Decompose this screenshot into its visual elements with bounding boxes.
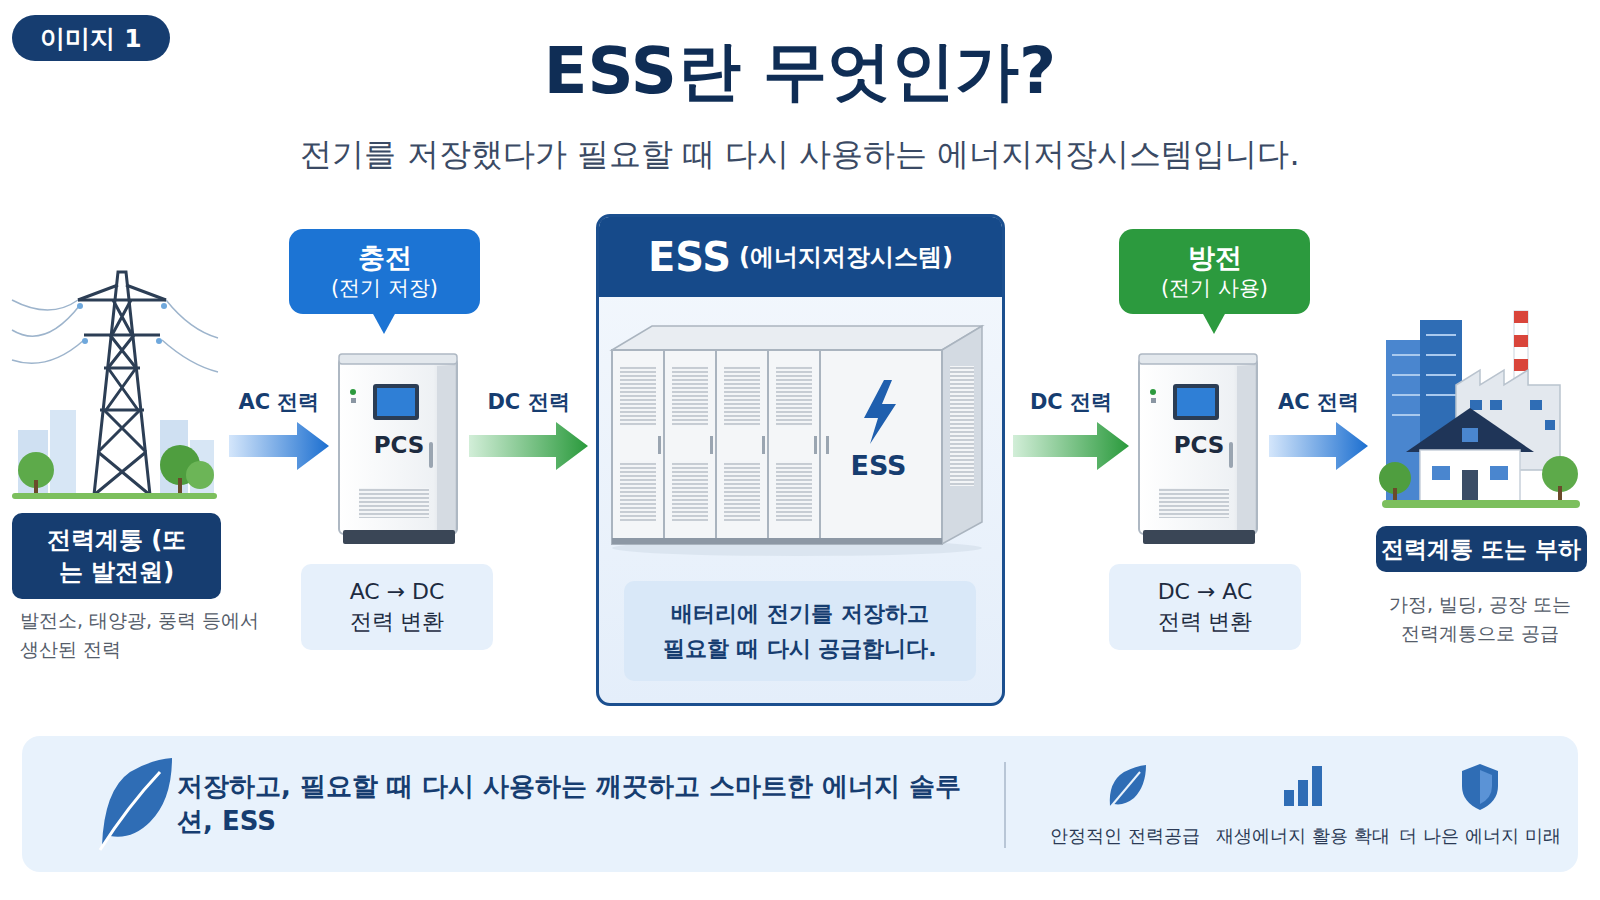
conversion-box-text: DC → AC 전력 변환	[1150, 577, 1260, 636]
badge-text: 이미지 1	[40, 22, 141, 55]
charge-callout-text: 충전	[358, 241, 412, 275]
pcs-unit: PCS	[337, 352, 461, 546]
flow-arrow	[1013, 422, 1129, 470]
battery-container: ESS	[612, 326, 984, 556]
pcs-unit: PCS	[1137, 352, 1261, 546]
subtitle: 전기를 저장했다가 필요할 때 다시 사용하는 에너지저장시스템입니다.	[50, 130, 1550, 178]
pcs-cabinet	[1139, 354, 1257, 544]
panel-header: ESS(에너지저장시스템)	[599, 217, 1002, 297]
note-text: 발전소, 태양광, 풍력 등에서 생산된 전력	[20, 606, 267, 663]
badge: 이미지 1	[12, 15, 170, 61]
note: 가정, 빌딩, 공장 또는 전력계통으로 공급	[1365, 590, 1595, 647]
conversion-box: AC → DC 전력 변환	[301, 564, 493, 650]
edge-label: DC 전력	[484, 388, 572, 416]
description-box: 배터리에 전기를 저장하고 필요할 때 다시 공급합니다.	[624, 581, 976, 681]
source-box: 전력계통 (또는 발전원)	[12, 513, 221, 599]
summary-band: 저장하고, 필요할 때 다시 사용하는 깨끗하고 스마트한 에너지 솔루션, E…	[22, 736, 1578, 872]
icon-caption: 재생에너지 활용 확대	[1208, 822, 1398, 849]
source-box-text: 전력계통 (또는 발전원)	[40, 524, 194, 589]
load-box: 전력계통 또는 부하	[1376, 526, 1587, 572]
charge-callout-text: (전기 저장)	[331, 275, 438, 302]
icon-caption: 안정적인 전력공급	[1030, 822, 1220, 849]
title: ESS란 무엇인가?	[0, 28, 1600, 115]
icon-caption: 더 나은 에너지 미래	[1385, 822, 1575, 849]
description-box-text: 배터리에 전기를 저장하고 필요할 때 다시 공급합니다.	[657, 596, 943, 666]
ess-panel-text: ESS	[648, 234, 731, 280]
conversion-box-text: AC → DC 전력 변환	[342, 577, 452, 636]
panel-fill	[596, 214, 1005, 706]
battery-container-text: ESS	[850, 450, 906, 481]
flow-arrow	[469, 422, 588, 470]
edge-label: AC 전력	[1275, 388, 1362, 416]
callout-tail	[1202, 312, 1226, 334]
note: 발전소, 태양광, 풍력 등에서 생산된 전력	[20, 606, 290, 663]
battery-container	[612, 326, 982, 556]
discharge-callout: 방전(전기 사용)	[1119, 229, 1310, 314]
pcs-unit-text: PCS	[1174, 432, 1225, 458]
ess-panel-text: (에너지저장시스템)	[739, 241, 953, 273]
flow-arrow	[1269, 422, 1368, 470]
summary-band-text: 저장하고, 필요할 때 다시 사용하는 깨끗하고 스마트한 에너지 솔루션, E…	[177, 769, 978, 839]
discharge-callout-text: (전기 사용)	[1161, 275, 1268, 302]
buildings-illustration	[1379, 311, 1580, 508]
pcs-unit-text: PCS	[374, 432, 425, 458]
load-box-text: 전력계통 또는 부하	[1381, 534, 1581, 565]
note-text: 가정, 빌딩, 공장 또는 전력계통으로 공급	[1385, 590, 1575, 647]
ess-panel: ESS(에너지저장시스템)ESS배터리에 전기를 저장하고 필요할 때 다시 공…	[596, 214, 1005, 706]
flow-arrow	[229, 422, 329, 470]
callout-tail	[372, 312, 396, 334]
power-tower-illustration	[12, 272, 218, 499]
charge-callout: 충전(전기 저장)	[289, 229, 480, 314]
edge-label: AC 전력	[236, 388, 323, 416]
conversion-box: DC → AC 전력 변환	[1109, 564, 1301, 650]
bottom-band-illustration	[22, 736, 1578, 872]
edge-label: DC 전력	[1027, 388, 1115, 416]
pcs-cabinet	[339, 354, 457, 544]
discharge-callout-text: 방전	[1188, 241, 1242, 275]
